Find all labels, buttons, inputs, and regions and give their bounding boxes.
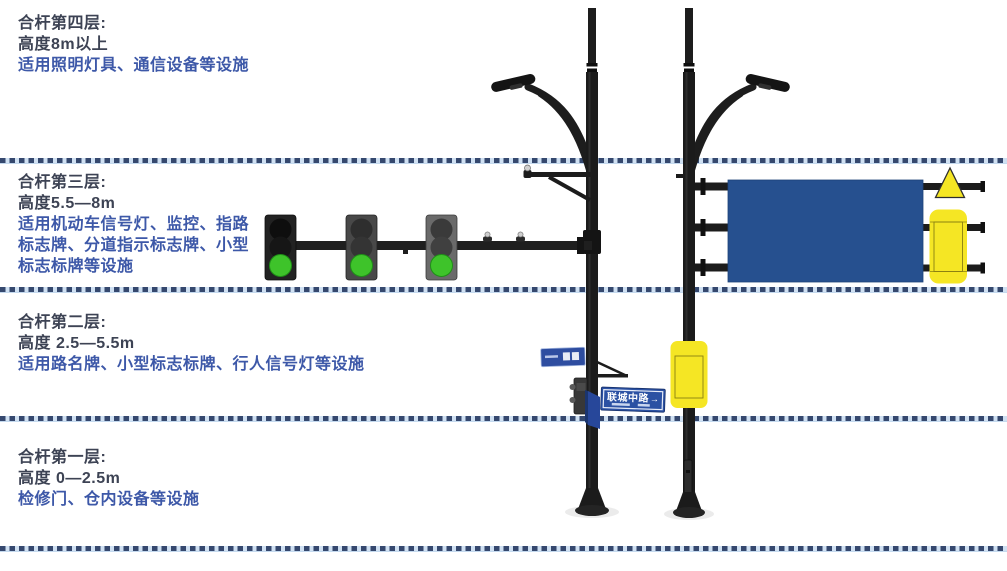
layer-title: 合杆第一层: bbox=[18, 449, 107, 466]
green-light bbox=[350, 254, 373, 277]
layer-1-label: 合杆第一层: 高度 0—2.5m 检修门、仓内设备等设施 bbox=[18, 447, 200, 510]
sign-back-plate bbox=[588, 391, 600, 429]
access-panel bbox=[683, 459, 693, 497]
layer-title: 合杆第二层: bbox=[18, 314, 107, 331]
layer-divider-upper-middle bbox=[0, 287, 1007, 293]
pole-top-mast bbox=[685, 8, 693, 66]
sign-board-arms bbox=[695, 178, 729, 276]
pole-joint bbox=[684, 68, 694, 72]
pole-joint bbox=[683, 63, 695, 67]
traffic-signal-icon bbox=[425, 214, 458, 281]
layer-usage: 检修门、仓内设备等设施 bbox=[18, 491, 200, 508]
green-light bbox=[269, 254, 292, 277]
layer-divider-bottom bbox=[0, 546, 1007, 552]
pole-joint bbox=[587, 68, 597, 72]
road-name-text: 联城中路 bbox=[607, 390, 650, 404]
layer-4-label: 合杆第四层: 高度8m以上 适用照明灯具、通信设备等设施 bbox=[18, 13, 249, 76]
layer-usage: 标志牌、分道指示标志牌、小型 bbox=[18, 237, 250, 254]
pole-shaft bbox=[586, 72, 598, 502]
layer-divider-top bbox=[0, 158, 1007, 164]
street-lamp-icon bbox=[685, 73, 790, 188]
small-info-plate bbox=[540, 346, 586, 368]
sign-board-icon bbox=[727, 179, 924, 283]
layer-usage: 适用照明灯具、通信设备等设施 bbox=[18, 57, 250, 74]
camera-bracket-arm bbox=[523, 164, 592, 202]
warning-triangle-icon bbox=[934, 166, 966, 199]
layer-divider-lower-middle bbox=[0, 416, 1007, 422]
road-name-arrow: → bbox=[650, 394, 659, 404]
road-name-sign-icon: 联城中路 → bbox=[600, 386, 666, 413]
layer-height: 高度8m以上 bbox=[18, 36, 109, 53]
right-pole bbox=[664, 8, 985, 520]
left-pole: 联城中路 → bbox=[264, 8, 666, 518]
pole-joint bbox=[586, 63, 598, 67]
layer-height: 高度 0—2.5m bbox=[18, 470, 121, 487]
layer-3-label: 合杆第三层: 高度5.5—8m 适用机动车信号灯、监控、指路 标志牌、分道指示标… bbox=[18, 172, 249, 277]
layer-title: 合杆第四层: bbox=[18, 15, 107, 32]
traffic-signal-icon bbox=[264, 214, 297, 281]
yellow-equipment-box bbox=[670, 341, 708, 408]
layer-2-label: 合杆第二层: 高度 2.5—5.5m 适用路名牌、小型标志标牌、行人信号灯等设施 bbox=[18, 312, 365, 375]
green-light bbox=[430, 254, 453, 277]
pole-shaft bbox=[683, 72, 695, 505]
layer-height: 高度 2.5—5.5m bbox=[18, 335, 135, 352]
layer-usage: 标志标牌等设施 bbox=[18, 258, 134, 275]
traffic-signal-icon bbox=[345, 214, 378, 281]
layer-usage: 适用机动车信号灯、监控、指路 bbox=[18, 216, 250, 233]
pole-top-mast bbox=[588, 8, 596, 66]
sign-bracket bbox=[596, 360, 628, 378]
layer-usage: 适用路名牌、小型标志标牌、行人信号灯等设施 bbox=[18, 356, 365, 373]
yellow-sign bbox=[929, 209, 967, 284]
layer-height: 高度5.5—8m bbox=[18, 195, 116, 212]
street-lamp-icon bbox=[491, 73, 596, 188]
layer-title: 合杆第三层: bbox=[18, 174, 107, 191]
equipment-box bbox=[569, 377, 588, 415]
